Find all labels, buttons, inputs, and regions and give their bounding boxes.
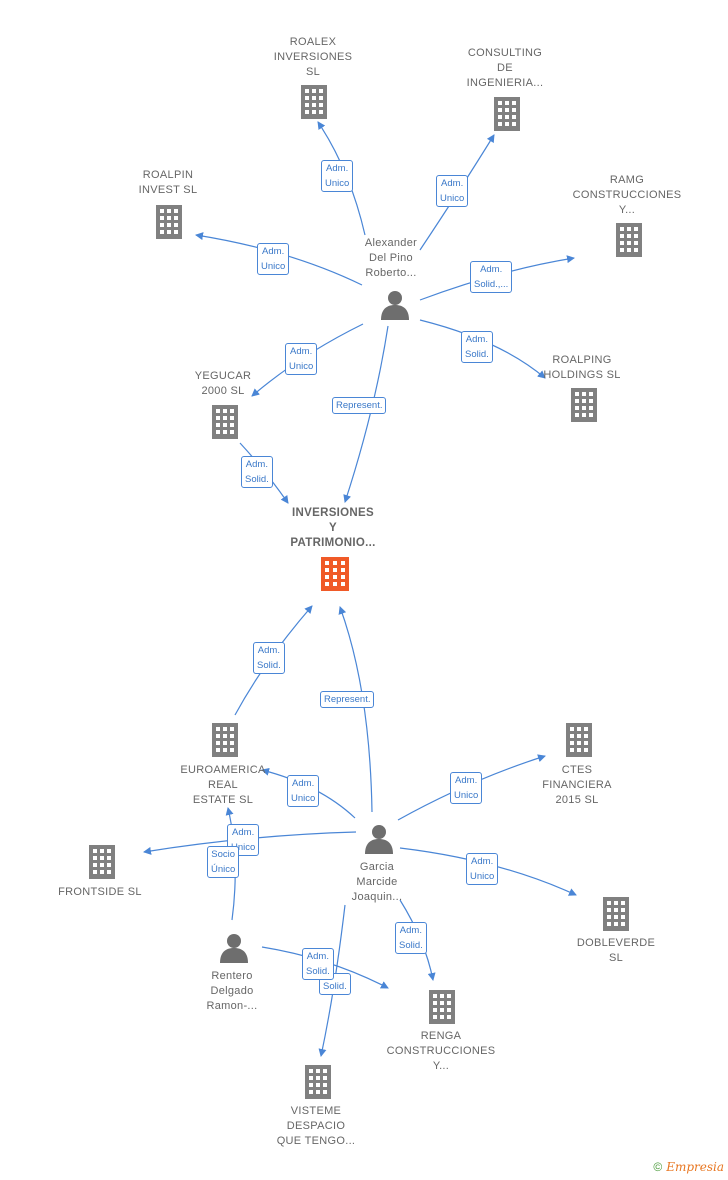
- edge-label-frontside[interactable]: Adm. Unico: [227, 824, 260, 856]
- node-euroamerica[interactable]: EUROAMERICA REAL ESTATE SL: [180, 764, 266, 806]
- roalping-building-icon: [571, 388, 597, 422]
- edge-label-euroamerica[interactable]: Adm. Unico: [287, 775, 320, 807]
- roalpin-building-icon: [156, 205, 182, 239]
- brand-logo[interactable]: Empresia: [666, 1160, 724, 1174]
- frontside-building-icon: [89, 845, 115, 879]
- node-inversiones[interactable]: INVERSIONES Y PATRIMONIO...: [290, 507, 376, 549]
- alexander-person-icon: [381, 291, 409, 320]
- edge-label-represent-top[interactable]: Represent.: [332, 397, 387, 414]
- renga-building-icon: [429, 990, 455, 1024]
- inversiones-building-icon: [321, 557, 349, 591]
- yegucar-building-icon: [212, 405, 238, 439]
- copyright-icon: ©: [653, 1160, 663, 1174]
- edge-label-roalex[interactable]: Adm. Unico: [321, 160, 354, 192]
- rentero-person-icon: [220, 934, 248, 963]
- roalex-building-icon: [301, 85, 327, 119]
- node-rentero[interactable]: Rentero Delgado Ramon-...: [206, 970, 258, 1012]
- edge-label-euroamerica-inversiones[interactable]: Adm. Solid.: [253, 642, 285, 674]
- edge-label-visteme-1[interactable]: Adm. Solid.: [302, 948, 334, 980]
- visteme-building-icon: [305, 1065, 331, 1099]
- footer-credit: ©Empresia: [653, 1160, 724, 1174]
- edge-label-renga[interactable]: Adm. Solid.: [395, 922, 427, 954]
- edge-label-represent-bottom[interactable]: Represent.: [320, 691, 375, 708]
- node-frontside[interactable]: FRONTSIDE SL: [58, 886, 142, 898]
- node-roalex[interactable]: ROALEX INVERSIONES SL: [273, 36, 353, 78]
- ramg-building-icon: [616, 223, 642, 257]
- edge-label-socio[interactable]: Socio Único: [207, 846, 240, 878]
- edge-label-ramg[interactable]: Adm. Solid.,...: [470, 261, 513, 293]
- edge-garcia-inversiones: [338, 606, 373, 813]
- node-roalpin[interactable]: ROALPIN INVEST SL: [138, 169, 198, 196]
- node-dobleverde[interactable]: DOBLEVERDE SL: [576, 937, 656, 964]
- node-renga[interactable]: RENGA CONSTRUCCIONES Y...: [386, 1030, 496, 1072]
- edge-label-roalping[interactable]: Adm. Solid.: [461, 331, 493, 363]
- node-yegucar[interactable]: YEGUCAR 2000 SL: [194, 370, 252, 397]
- edge-label-consulting[interactable]: Adm. Unico: [436, 175, 469, 207]
- node-visteme[interactable]: VISTEME DESPACIO QUE TENGO...: [276, 1105, 356, 1147]
- garcia-person-icon: [365, 825, 393, 854]
- edge-label-roalpin[interactable]: Adm. Unico: [257, 243, 290, 275]
- node-ramg[interactable]: RAMG CONSTRUCCIONES Y...: [572, 174, 682, 216]
- ctes-building-icon: [566, 723, 592, 757]
- node-roalping[interactable]: ROALPING HOLDINGS SL: [543, 354, 621, 381]
- node-consulting[interactable]: CONSULTING DE INGENIERIA...: [466, 47, 544, 89]
- consulting-building-icon: [494, 97, 520, 131]
- edge-alexander-inversiones: [343, 325, 389, 503]
- edge-label-yegucar[interactable]: Adm. Unico: [285, 343, 318, 375]
- node-ctes[interactable]: CTES FINANCIERA 2015 SL: [542, 764, 612, 806]
- edge-label-yegucar-inversiones[interactable]: Adm. Solid.: [241, 456, 273, 488]
- edge-label-ctes[interactable]: Adm. Unico: [450, 772, 483, 804]
- euroamerica-building-icon: [212, 723, 238, 757]
- node-alexander[interactable]: Alexander Del Pino Roberto...: [364, 237, 418, 279]
- dobleverde-building-icon: [603, 897, 629, 931]
- node-garcia[interactable]: Garcia Marcide Joaquin...: [351, 861, 403, 903]
- edge-label-dobleverde[interactable]: Adm. Unico: [466, 853, 499, 885]
